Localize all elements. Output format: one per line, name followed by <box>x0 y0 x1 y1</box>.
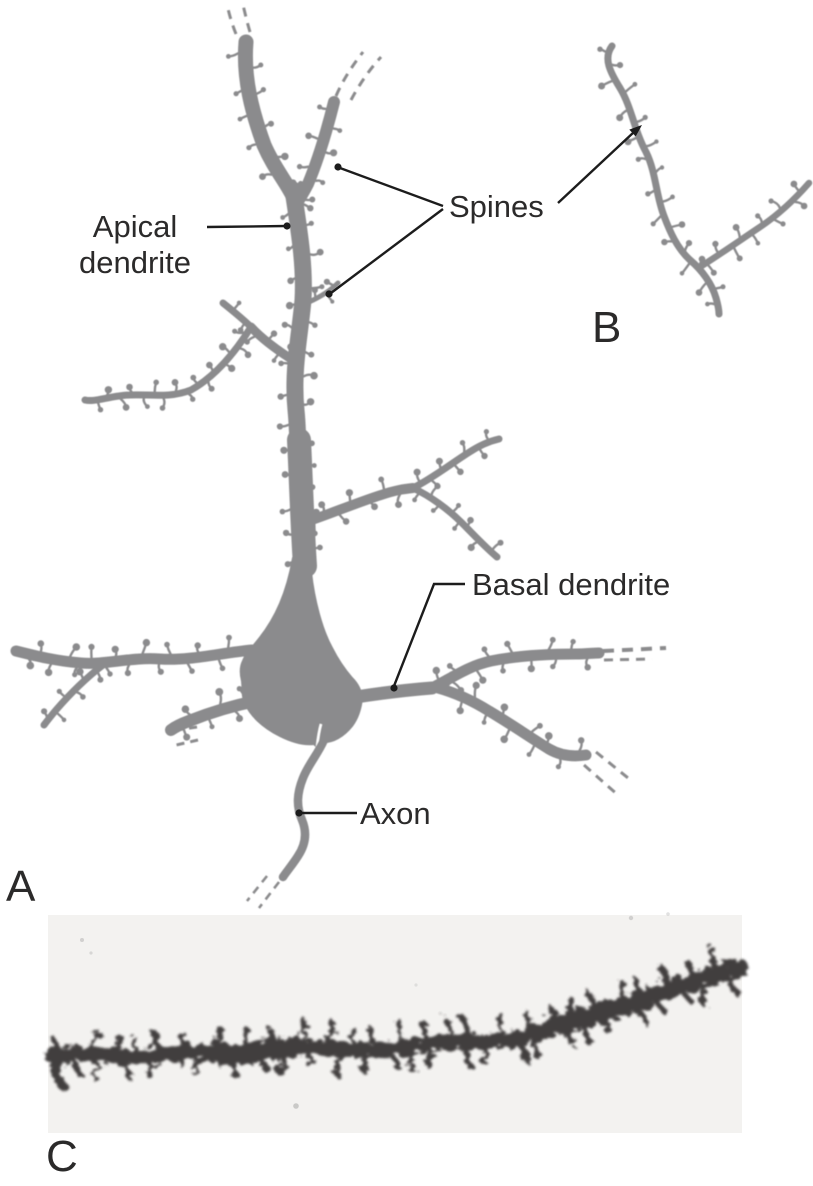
basal-right-upper-continuation-dashes-2 <box>603 657 653 662</box>
trunk-twig <box>306 280 341 305</box>
dendritic-spines <box>226 52 304 187</box>
dendritic-spines <box>244 330 295 363</box>
spines-leader-lower <box>330 208 444 294</box>
oblique-right-branch <box>301 483 418 527</box>
panel-b-branch <box>696 179 813 271</box>
spines-leader-upper <box>339 166 444 208</box>
photo-speck-2 <box>89 951 93 955</box>
photo-speck-3 <box>628 915 634 921</box>
basal-right-root <box>349 681 439 704</box>
oblique-left-long-arm <box>81 323 255 404</box>
basal-left-lower-fork <box>40 661 107 729</box>
apical-left-continuation-dashes <box>225 3 238 35</box>
photo-dendrite-left-hook <box>51 1051 71 1094</box>
axon-continuation-dashes-2 <box>245 875 269 902</box>
panel-c-photomicrograph <box>44 912 749 1133</box>
oblique-left-branch <box>246 322 301 367</box>
basal-right-lower-fork <box>432 682 592 762</box>
oblique-right-lower-fork <box>409 484 501 561</box>
apical-right-continuation-dashes <box>334 51 365 97</box>
photo-speck-4 <box>666 912 670 916</box>
apical-leader-dot <box>283 222 291 230</box>
panel-c-label: C <box>46 1132 78 1181</box>
axon-leader-dot <box>295 809 303 817</box>
basal-leader-dot <box>390 684 398 692</box>
dendritic-spines <box>41 668 104 723</box>
photo-speck <box>80 938 84 942</box>
panel-b-label: B <box>592 303 622 352</box>
photo-dendrite-thick-3 <box>632 959 749 1009</box>
soma <box>239 556 364 750</box>
dendritic-spines <box>312 476 402 537</box>
basal-right-lower-continuation-dashes <box>595 750 634 784</box>
panel-b-main-dendrite <box>604 42 723 318</box>
photo-speck-6 <box>414 983 418 987</box>
apical-right-continuation-dashes-2 <box>349 55 383 101</box>
apical-leader-line <box>206 224 287 229</box>
basal-dendrite-label: Basal dendrite <box>472 567 671 602</box>
arrowhead-icon <box>629 125 642 137</box>
panel-b-dendrite-drawing <box>597 42 813 318</box>
dendritic-spines <box>707 180 808 276</box>
oblique-right-upper-fork <box>409 435 503 492</box>
basal-leader-line <box>392 582 465 687</box>
dendritic-spines <box>432 636 591 694</box>
spines-leader-lower-dot <box>325 290 333 298</box>
apical-left-continuation-dashes-2 <box>241 4 252 33</box>
apical-left-branch <box>237 34 301 204</box>
dendritic-spines <box>597 46 726 307</box>
axon-path <box>278 735 329 882</box>
basal-left-lower-arm <box>165 695 262 736</box>
spines-leader-upper-dot <box>334 163 342 171</box>
apical-dendrite-label-line2: dendrite <box>78 245 192 280</box>
axon-continuation-dashes <box>257 881 281 909</box>
apical-dendrite-label-line1: Apical <box>92 209 178 244</box>
pyramidal-neuron-drawing <box>10 3 667 909</box>
basal-left-upper-arm <box>10 644 258 669</box>
leader-lines <box>206 125 642 817</box>
basal-right-lower-continuation-dashes-2 <box>583 763 620 798</box>
dendritic-spines <box>26 634 251 678</box>
axon-label: Axon <box>360 796 431 831</box>
photo-dendrite-thick-1 <box>205 1036 307 1065</box>
basal-right-upper-continuation-dashes <box>602 646 667 653</box>
spines-leader-to-b <box>557 131 635 204</box>
basal-left-continuation-dashes-2 <box>171 738 199 748</box>
basal-left-continuation-dashes <box>169 725 198 733</box>
photo-speck-5 <box>293 1103 299 1109</box>
apical-trunk-taper <box>287 428 317 578</box>
spines-label: Spines <box>449 189 544 224</box>
dendritic-spines <box>97 328 252 413</box>
photo-dendrite-thick-2 <box>541 990 651 1038</box>
dendritic-spines <box>233 300 245 333</box>
dendritic-spines <box>412 483 504 552</box>
dendritic-spines <box>446 671 585 770</box>
apical-dendrite-label: Apical dendrite <box>55 209 215 281</box>
basal-right-upper-fork <box>426 647 605 694</box>
panel-a-label: A <box>6 862 36 911</box>
